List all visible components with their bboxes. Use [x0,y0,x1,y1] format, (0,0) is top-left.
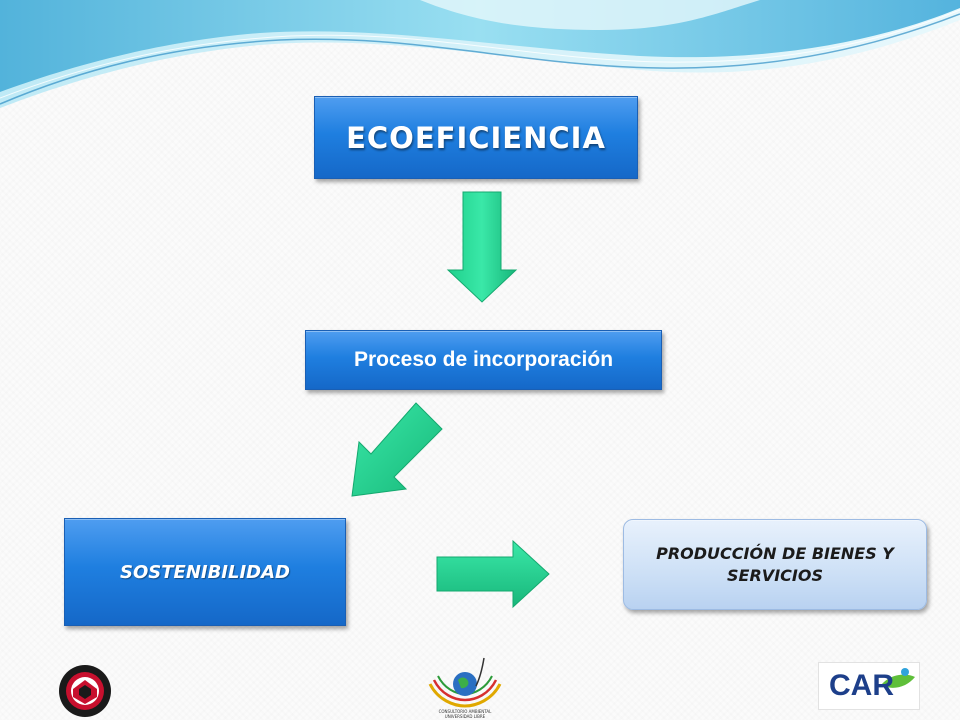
node-proceso-incorporacion: Proceso de incorporación [305,330,662,390]
arrow-right-icon [436,539,550,609]
node-sostenibilidad: SOSTENIBILIDAD [64,518,346,626]
node-ecoeficiencia: ECOEFICIENCIA [314,96,638,179]
car-logo-text: CAR [829,669,894,702]
car-leaf-icon [881,668,915,688]
consultorio-ambiental-globe-icon: CONSULTORIO AMBIENTAL UNIVERSIDAD LIBRE [428,657,502,719]
svg-text:CONSULTORIO AMBIENTAL: CONSULTORIO AMBIENTAL [439,709,493,714]
arrow-down-icon [446,191,518,303]
node-produccion-bienes-servicios: PRODUCCIÓN DE BIENES Y SERVICIOS [623,519,927,610]
arrow-down-left-icon [351,402,443,497]
svg-text:UNIVERSIDAD LIBRE: UNIVERSIDAD LIBRE [445,714,486,719]
university-seal-icon [59,665,111,717]
car-logo: CAR [818,662,920,710]
header-wave-decoration [0,0,960,108]
